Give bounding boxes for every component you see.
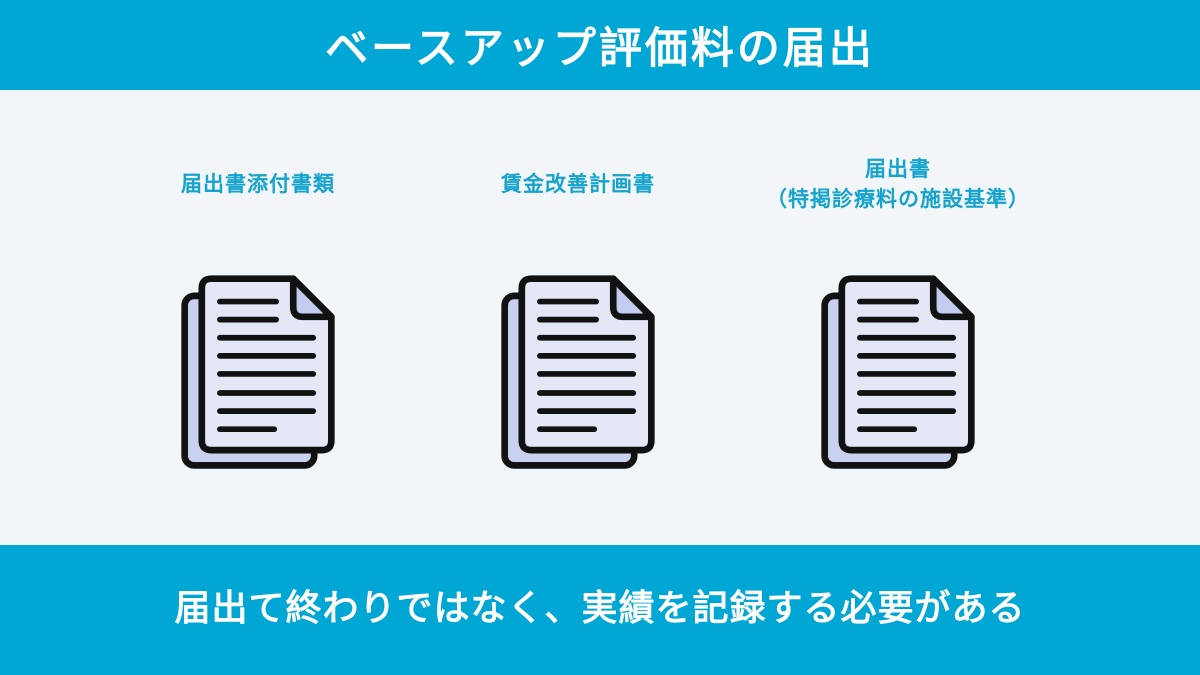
document-column-attachments: 届出書添付書類 bbox=[98, 90, 418, 473]
document-stack-icon bbox=[817, 273, 979, 473]
document-column-wage-plan: 賃金改善計画書 bbox=[418, 90, 738, 473]
document-label: 届出書 （特掲診療料の施設基準） bbox=[766, 158, 1030, 211]
document-label: 届出書添付書類 bbox=[181, 173, 335, 196]
top-banner: ベースアップ評価料の届出 bbox=[0, 0, 1200, 90]
document-label: 賃金改善計画書 bbox=[501, 173, 655, 196]
bottom-banner: 届出て終わりではなく、実績を記録する必要がある bbox=[0, 545, 1200, 675]
document-stack-icon bbox=[497, 273, 659, 473]
document-stack-icon bbox=[177, 273, 339, 473]
page-title: ベースアップ評価料の届出 bbox=[325, 25, 875, 73]
document-columns: 届出書添付書類 賃金改善計画書 届出書 （特掲診療料の施設基準） bbox=[98, 90, 1058, 473]
footer-message: 届出て終わりではなく、実績を記録する必要がある bbox=[174, 587, 1026, 628]
main-section: 届出書添付書類 賃金改善計画書 届出書 （特掲診療料の施設基準） bbox=[0, 90, 1200, 545]
document-column-notification: 届出書 （特掲診療料の施設基準） bbox=[738, 90, 1058, 473]
